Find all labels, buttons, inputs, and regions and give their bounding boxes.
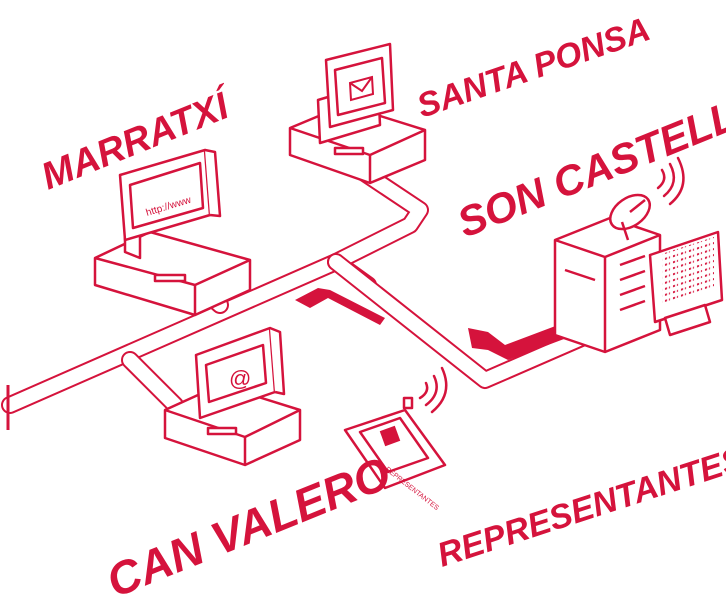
label-son-castello: SON CASTELLÓ <box>451 80 726 247</box>
server-son-castello <box>553 216 724 354</box>
computer-marratxi <box>93 148 252 317</box>
wifi-signal-icon <box>656 156 685 206</box>
computer-santa-ponsa <box>288 42 427 185</box>
wifi-signal-icon <box>418 366 448 414</box>
satellite-dish-icon <box>609 193 651 241</box>
label-can-valero: CAN VALERO <box>99 446 397 607</box>
computer-can-valero <box>163 326 302 467</box>
at-sign-icon: @ <box>229 366 251 391</box>
pda-device <box>343 396 447 490</box>
envelope-icon <box>348 75 375 102</box>
label-santa-ponsa: SANTA PONSA <box>412 10 655 125</box>
label-representantes: REPRESENTANTES <box>433 439 726 574</box>
network-cable <box>1 161 609 414</box>
